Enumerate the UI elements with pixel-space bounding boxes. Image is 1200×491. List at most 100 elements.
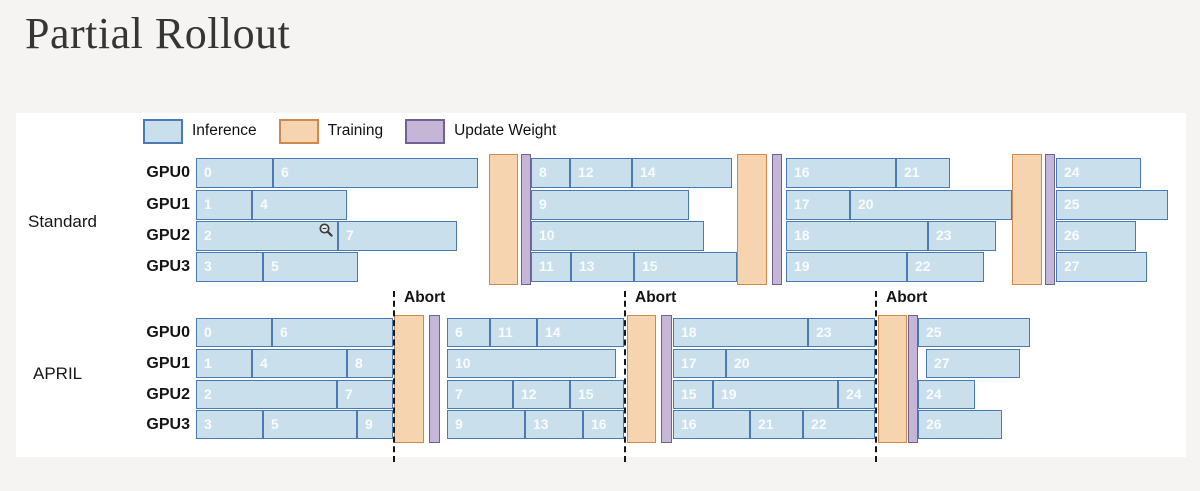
inference-block: 9 <box>357 410 393 439</box>
inference-block: 20 <box>726 349 875 378</box>
inference-block: 23 <box>808 318 875 347</box>
training-block <box>878 315 907 443</box>
gpu-row-label-standard-gpu1: GPU1 <box>146 196 190 213</box>
legend-swatch-update <box>405 118 446 144</box>
inference-block: 25 <box>1056 190 1168 220</box>
legend: Inference Training Update Weight <box>143 116 556 146</box>
legend-item-inference: Inference <box>143 118 257 144</box>
inference-block: 19 <box>786 252 907 282</box>
inference-block: 7 <box>337 380 393 409</box>
abort-dashed-line <box>393 291 395 462</box>
update-weight-block <box>908 315 918 443</box>
legend-swatch-inference <box>143 118 183 144</box>
inference-block: 1 <box>196 190 252 220</box>
gpu-row-label-april-gpu3: GPU3 <box>146 416 190 433</box>
legend-item-training: Training <box>278 118 384 144</box>
training-block <box>737 154 767 285</box>
inference-block: 25 <box>918 318 1030 347</box>
abort-label: Abort <box>404 289 446 306</box>
inference-block: 16 <box>583 410 624 439</box>
inference-block: 17 <box>673 349 726 378</box>
gpu-row-label-april-gpu0: GPU0 <box>146 324 190 341</box>
inference-block: 2 <box>196 380 337 409</box>
inference-block: 8 <box>531 158 570 188</box>
inference-block: 15 <box>673 380 713 409</box>
inference-block: 17 <box>786 190 850 220</box>
inference-block: 27 <box>926 349 1020 378</box>
inference-block: 14 <box>537 318 624 347</box>
inference-block: 13 <box>571 252 634 282</box>
inference-block: 15 <box>634 252 737 282</box>
update-weight-block <box>772 154 782 285</box>
inference-block: 1 <box>196 349 252 378</box>
inference-block: 7 <box>447 380 513 409</box>
zoom-cursor-icon <box>318 222 334 243</box>
gpu-row-label-april-gpu1: GPU1 <box>146 355 190 372</box>
inference-block: 12 <box>570 158 632 188</box>
inference-block: 6 <box>447 318 490 347</box>
training-block <box>394 315 424 443</box>
inference-block: 11 <box>490 318 537 347</box>
inference-block: 19 <box>713 380 838 409</box>
legend-item-update: Update Weight <box>405 118 557 144</box>
training-block <box>489 154 518 285</box>
gpu-row-label-standard-gpu0: GPU0 <box>146 164 190 181</box>
training-block <box>627 315 656 443</box>
inference-block: 8 <box>347 349 393 378</box>
update-weight-block <box>1045 154 1055 285</box>
section-label-april: APRIL <box>33 364 83 383</box>
inference-block: 24 <box>838 380 875 409</box>
inference-block: 26 <box>1056 221 1136 251</box>
inference-block: 20 <box>850 190 1012 220</box>
inference-block: 5 <box>263 252 358 282</box>
inference-block: 24 <box>1056 158 1141 188</box>
update-weight-block <box>661 315 672 443</box>
legend-label-inference: Inference <box>192 122 257 139</box>
inference-block: 18 <box>786 221 928 251</box>
inference-block: 9 <box>531 190 689 220</box>
abort-dashed-line <box>624 291 626 462</box>
abort-label: Abort <box>886 289 928 306</box>
inference-block: 3 <box>196 410 263 439</box>
inference-block: 22 <box>803 410 875 439</box>
inference-block: 5 <box>263 410 357 439</box>
page-title: Partial Rollout <box>25 9 291 58</box>
inference-block: 18 <box>673 318 808 347</box>
inference-block: 22 <box>907 252 984 282</box>
inference-block: 14 <box>632 158 732 188</box>
inference-block: 11 <box>531 252 571 282</box>
inference-block: 0 <box>196 158 273 188</box>
inference-block: 13 <box>525 410 583 439</box>
inference-block: 0 <box>196 318 272 347</box>
inference-block: 27 <box>1056 252 1147 282</box>
abort-label: Abort <box>635 289 677 306</box>
gpu-row-label-april-gpu2: GPU2 <box>146 386 190 403</box>
inference-block: 21 <box>750 410 803 439</box>
gpu-row-label-standard-gpu2: GPU2 <box>146 227 190 244</box>
inference-block: 9 <box>447 410 525 439</box>
inference-block: 7 <box>338 221 457 251</box>
inference-block: 4 <box>252 349 347 378</box>
inference-block: 2 <box>196 221 338 251</box>
inference-block: 6 <box>273 158 478 188</box>
inference-block: 15 <box>570 380 624 409</box>
inference-block: 16 <box>786 158 896 188</box>
section-label-standard: Standard <box>28 212 97 231</box>
inference-block: 16 <box>673 410 750 439</box>
inference-block: 23 <box>928 221 996 251</box>
legend-label-update: Update Weight <box>454 122 557 139</box>
abort-dashed-line <box>875 291 877 462</box>
inference-block: 10 <box>531 221 704 251</box>
training-block <box>1012 154 1042 285</box>
inference-block: 4 <box>252 190 347 220</box>
update-weight-block <box>521 154 531 285</box>
inference-block: 3 <box>196 252 263 282</box>
inference-block: 10 <box>447 349 616 378</box>
update-weight-block <box>429 315 440 443</box>
inference-block: 21 <box>896 158 950 188</box>
gpu-row-label-standard-gpu3: GPU3 <box>146 258 190 275</box>
legend-label-training: Training <box>327 122 384 139</box>
legend-swatch-training <box>278 118 319 144</box>
inference-block: 12 <box>513 380 570 409</box>
